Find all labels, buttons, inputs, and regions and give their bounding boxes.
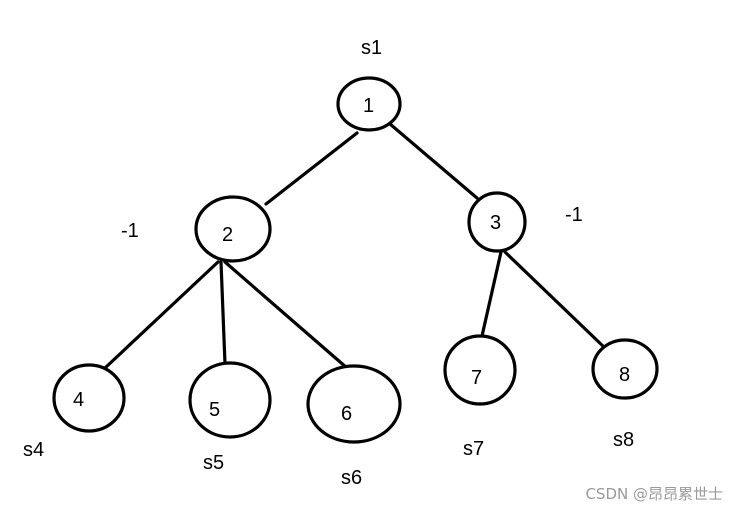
node-6-label: 6	[341, 403, 352, 425]
edge-1-2	[264, 131, 359, 206]
edge-1-3	[388, 122, 479, 200]
node-8-state-label: s8	[613, 429, 634, 451]
node-5-label: 5	[209, 399, 220, 421]
node-3-label: 3	[490, 212, 501, 234]
node-2-label: 2	[222, 224, 233, 246]
node-7-circle	[443, 334, 517, 406]
node-1: 1	[336, 76, 402, 132]
node-5: 5	[188, 361, 272, 439]
node-7-label: 7	[471, 367, 482, 389]
node-5-circle	[188, 361, 272, 439]
node-8: 8	[591, 338, 659, 400]
node-3: 3	[467, 191, 527, 253]
node-1-label: 1	[363, 95, 374, 117]
node-3-value-label: -1	[565, 204, 583, 226]
node-4-circle	[52, 363, 126, 433]
node-6-circle	[306, 364, 402, 444]
node-4: 4	[52, 363, 126, 433]
node-1-circle	[336, 76, 402, 132]
node-2-circle	[194, 195, 272, 263]
node-4-state-label: s4	[23, 439, 44, 461]
node-8-circle	[591, 338, 659, 400]
node-6-state-label: s6	[341, 467, 362, 489]
node-6: 6	[306, 364, 402, 444]
edge-2-6	[223, 260, 349, 370]
node-5-state-label: s5	[203, 452, 224, 474]
edge-3-7	[480, 250, 503, 338]
node-2: 2	[194, 195, 272, 263]
edge-2-5	[219, 260, 227, 366]
node-7: 7	[443, 334, 517, 406]
edge-2-4	[103, 260, 220, 370]
node-2-value-label: -1	[121, 220, 139, 242]
node-1-state-label: s1	[361, 37, 382, 59]
node-3-circle	[467, 191, 527, 253]
edge-3-8	[503, 250, 607, 350]
node-8-label: 8	[619, 364, 630, 386]
node-7-state-label: s7	[463, 438, 484, 460]
node-4-label: 4	[73, 389, 84, 411]
watermark-text: CSDN @昂昂累世士	[585, 485, 723, 503]
